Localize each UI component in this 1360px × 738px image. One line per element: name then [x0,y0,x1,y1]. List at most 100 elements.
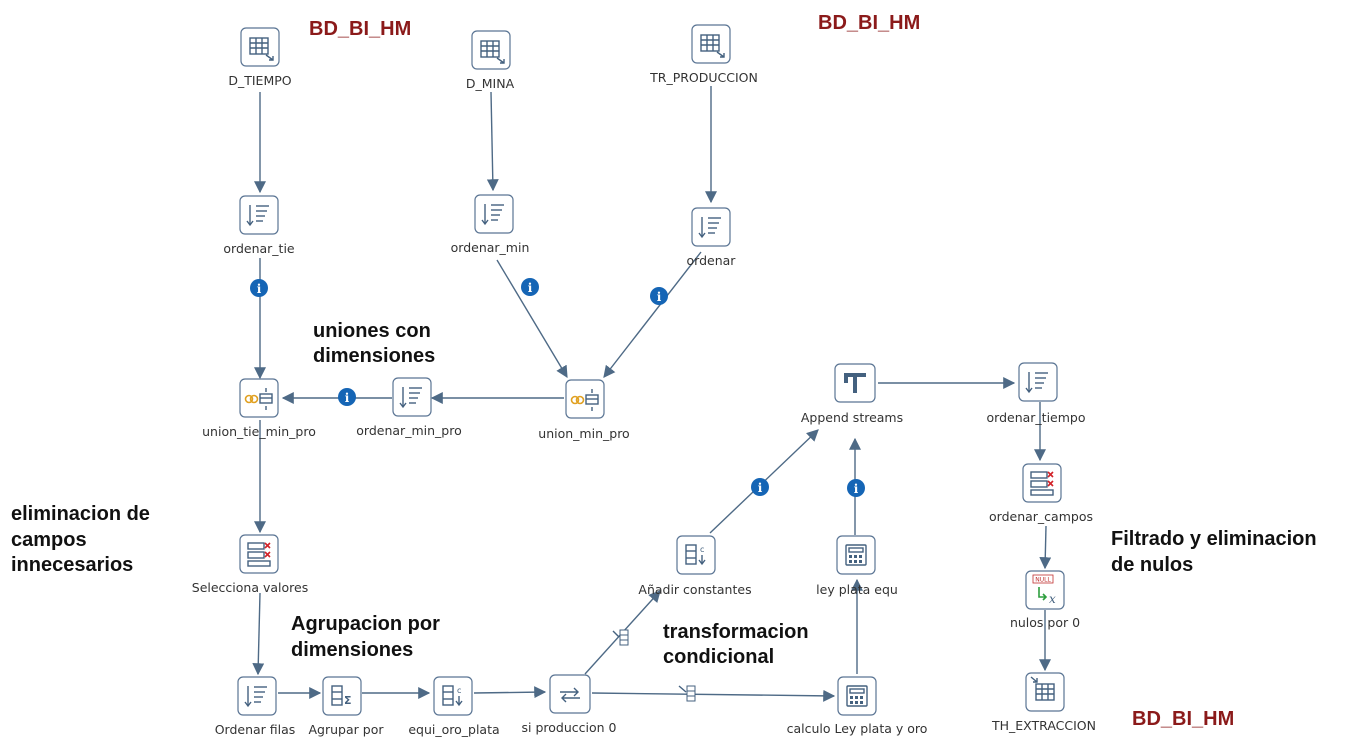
step-label: union_min_pro [538,426,629,441]
note-line: Filtrado y eliminacion [1111,528,1317,550]
svg-text:Σ: Σ [344,694,352,707]
step-equi-oro-plata[interactable]: c equi_oro_plata [408,676,500,737]
hop-ordenar-unionminpro[interactable] [603,251,702,378]
note-line: dimensiones [313,345,435,367]
note-eliminacion[interactable]: eliminacion de campos innecesarios [11,503,150,576]
step-append-streams[interactable]: Append streams [801,363,903,425]
filter-rows-icon [560,687,580,703]
null-badge-text: NULL [1035,577,1051,584]
step-d-tiempo[interactable]: D_TIEMPO [228,27,292,88]
sort-rows-icon [481,204,504,226]
step-ordenar-tie[interactable]: ordenar_tie [223,195,295,256]
note-line: uniones con [313,320,431,342]
sort-rows-icon [1025,372,1048,394]
step-label: TR_PRODUCCION [649,70,758,85]
step-ordenar-min-pro[interactable]: ordenar_min_pro [356,377,462,438]
step-label: Agrupar por [309,722,385,737]
step-label: union_tie_min_pro [202,424,316,439]
hop-dmina-ordenarmin[interactable] [486,91,499,192]
step-label: Añadir constantes [638,582,751,597]
info-badge-glyph: i [257,282,262,296]
step-calculo-ley-plata-y-oro[interactable]: calculo Ley plata y oro [787,676,928,736]
note-transformacion[interactable]: transformacion condicional [663,621,809,668]
step-label: ordenar_campos [989,509,1093,524]
step-label: ordenar_min [451,240,530,255]
step-ordenar-filas[interactable]: Ordenar filas [215,676,296,737]
step-label: D_MINA [466,76,515,91]
sort-rows-icon [698,217,721,239]
info-badge-icon[interactable]: i [250,279,268,297]
step-label: ordenar [687,253,737,268]
hop-selecciona-ordenarfilas[interactable] [252,592,265,676]
step-label: D_TIEMPO [228,73,291,88]
step-ordenar-min[interactable]: ordenar_min [451,194,530,255]
note-line: dimensiones [291,639,413,661]
hop-si-calculo[interactable] [591,689,836,702]
step-label: si produccion 0 [522,720,617,735]
sort-rows-icon [399,387,422,409]
info-badge-icon[interactable]: i [338,388,356,406]
note-line: eliminacion de [11,503,150,525]
add-constants-icon: c [442,685,463,707]
step-label: ordenar_tiempo [987,410,1086,425]
step-label: nulos por 0 [1010,615,1080,630]
step-label: ordenar_min_pro [356,423,461,438]
filter-true-badge-icon[interactable] [612,629,629,646]
step-label: calculo Ley plata y oro [787,721,928,736]
annotations: BD_BI_HM BD_BI_HM BD_BI_HM uniones con d… [11,12,1317,730]
table-output-icon [1030,676,1055,701]
step-ordenar-campos[interactable]: ordenar_campos [989,463,1093,524]
step-union-min-pro[interactable]: union_min_pro [538,379,630,441]
svg-text:x: x [1049,592,1056,606]
step-union-tie-min-pro[interactable]: union_tie_min_pro [202,378,316,439]
db-label-top-right: BD_BI_HM [818,12,920,34]
info-badge-glyph: i [345,391,350,405]
calculator-icon [846,685,868,707]
sort-rows-icon [244,686,267,708]
step-th-extraccion[interactable]: TH_EXTRACCION [991,672,1096,733]
hop-equi-si[interactable] [473,686,547,699]
step-ordenar[interactable]: ordenar [687,207,737,268]
svg-text:c: c [457,686,461,695]
note-uniones[interactable]: uniones con dimensiones [313,320,435,367]
step-label: Append streams [801,410,903,425]
hop-ordenarmin-unionminpro[interactable] [496,259,568,379]
note-filtrado[interactable]: Filtrado y eliminacion de nulos [1111,528,1317,576]
info-badge-glyph: i [758,481,763,495]
append-streams-icon [844,373,866,393]
info-badge-icon[interactable]: i [650,287,668,305]
info-badge-glyph: i [657,290,662,304]
step-anadir-constantes[interactable]: c Añadir constantes [638,535,752,597]
group-by-icon: Σ [331,685,352,707]
info-badge-icon[interactable]: i [521,278,539,296]
step-label: Selecciona valores [192,580,308,595]
step-ley-plata-equ[interactable]: ley plata equ [816,535,898,597]
null-if-icon: NULL x [1032,574,1056,606]
table-input-icon [480,40,505,64]
hop-campos-nulos[interactable] [1039,525,1052,570]
note-agrupacion[interactable]: Agrupacion por dimensiones [291,613,440,661]
note-line: campos [11,529,87,551]
add-constants-icon: c [685,544,706,566]
step-label: Ordenar filas [215,722,296,737]
svg-text:c: c [700,545,704,554]
hops [252,86,1052,702]
step-si-produccion-0[interactable]: si produccion 0 [522,674,617,735]
step-nulos-por-0[interactable]: NULL x nulos por 0 [1010,570,1080,630]
note-line: de nulos [1111,554,1193,576]
info-badge-glyph: i [528,281,533,295]
step-label: ley plata equ [816,582,898,597]
step-agrupar-por[interactable]: Σ Agrupar por [309,676,385,737]
info-badge-icon[interactable]: i [847,479,865,497]
filter-false-badge-icon[interactable] [678,685,696,702]
select-values-icon [1030,471,1054,496]
step-d-mina[interactable]: D_MINA [466,30,515,91]
merge-join-icon [244,388,273,410]
step-ordenar-tiempo[interactable]: ordenar_tiempo [987,362,1086,425]
note-line: condicional [663,646,774,668]
step-selecciona-valores[interactable]: Selecciona valores [192,534,308,595]
step-tr-produccion[interactable]: TR_PRODUCCION [649,24,758,85]
table-input-icon [700,34,725,58]
info-badge-icon[interactable]: i [751,478,769,496]
